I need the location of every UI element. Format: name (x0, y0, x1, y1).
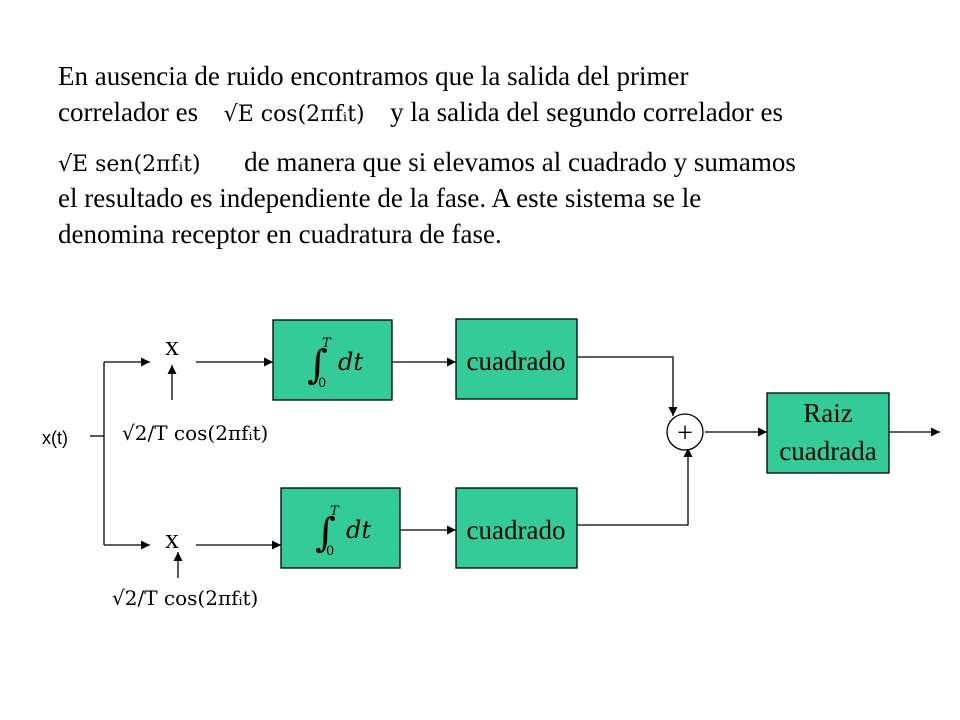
sum-symbol: + (677, 418, 693, 449)
text-line-3: √E sen(2πfᵢt) de manera que si elevamos … (58, 144, 918, 180)
sq-top-to-sum-arrow (577, 356, 678, 416)
equation-cos: √E cos(2πfᵢt) (223, 102, 365, 127)
integrator-block-bottom (280, 487, 401, 569)
equation-sen: √E sen(2πfᵢt) (58, 152, 201, 177)
square-block-bottom (455, 487, 578, 569)
integral-lower-bottom: 0 (326, 544, 334, 559)
sq-bottom-to-sum-arrow (577, 448, 693, 526)
multiplier-top: x (165, 331, 179, 362)
square-label-bottom: cuadrado (467, 515, 566, 545)
integrator-block-top (272, 319, 393, 401)
integral-sign-bottom: ∫ (315, 510, 336, 556)
integral-upper-bottom: T (330, 504, 340, 519)
integral-sign-top: ∫ (307, 342, 328, 388)
text-line-2: correlador es √E cos(2πfᵢt) y la salida … (58, 94, 918, 130)
integral-expression-bottom: ∫ T 0 dt (315, 504, 371, 559)
square-block-top (455, 318, 578, 400)
sum-node (666, 413, 704, 451)
text-line-4: el resultado es independiente de la fase… (58, 183, 702, 213)
integral-upper-top: T (322, 336, 332, 351)
text-line-1: En ausencia de ruido encontramos que la … (58, 61, 689, 91)
integral-expression-top: ∫ T 0 dt (307, 336, 363, 391)
text-line-2-end: y la salida del segundo correlador es (390, 97, 783, 127)
description-paragraph: En ausencia de ruido encontramos que la … (58, 58, 918, 252)
reference-label-top: √2/T cos(2πfᵢt) (122, 421, 268, 445)
sqrt-label-line1: Raiz (803, 398, 852, 428)
square-label-top: cuadrado (467, 346, 566, 376)
integral-lower-top: 0 (318, 376, 326, 391)
integral-dt-top: dt (338, 348, 363, 376)
text-line-2-start: correlador es (58, 97, 199, 127)
sqrt-block (766, 392, 890, 474)
integral-dt-bottom: dt (346, 516, 371, 544)
reference-label-bottom: √2/T cos(2πfᵢt) (112, 586, 258, 610)
sqrt-label-line2: cuadrada (779, 436, 876, 466)
text-line-3-end: de manera que si elevamos al cuadrado y … (244, 147, 796, 177)
multiplier-bottom: x (165, 524, 179, 555)
input-label: x(t) (42, 428, 68, 448)
text-line-5: denomina receptor en cuadratura de fase. (58, 219, 502, 249)
